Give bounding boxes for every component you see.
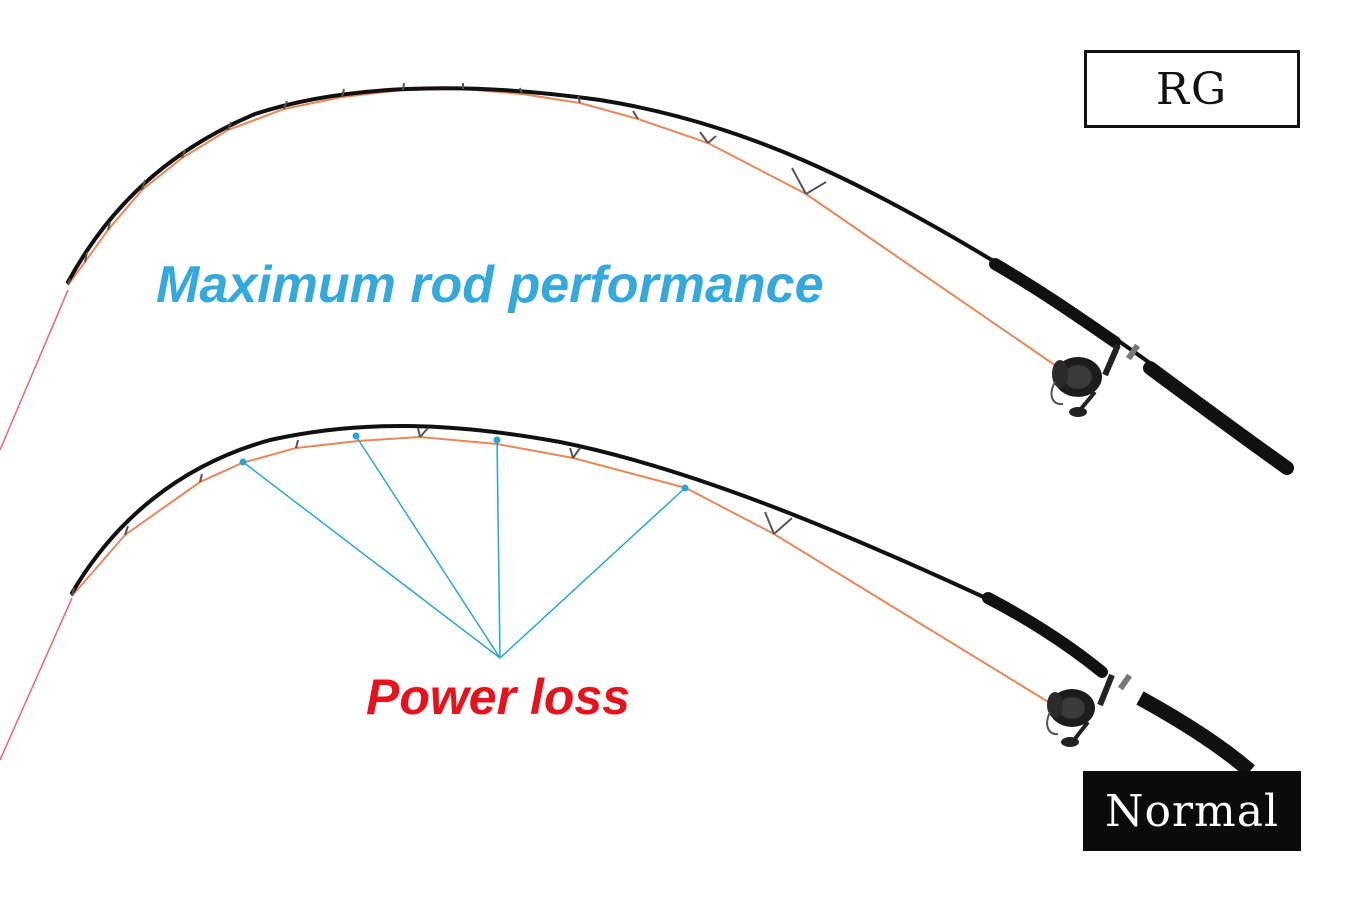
rg-rod-butt-cap bbox=[1281, 462, 1293, 474]
normal-fishing-line bbox=[0, 597, 73, 761]
rg-guides bbox=[67, 82, 827, 286]
normal-label: Normal bbox=[1083, 771, 1301, 851]
normal-rod-blank bbox=[70, 424, 992, 602]
rg-rod-group bbox=[0, 82, 1294, 475]
rg-label: RG bbox=[1084, 50, 1300, 128]
rg-rod-grip bbox=[1143, 361, 1294, 475]
spinning-reel-icon bbox=[1050, 343, 1141, 417]
rg-fishing-line bbox=[0, 289, 69, 451]
normal-caption: Power loss bbox=[366, 669, 630, 725]
normal-guide-line bbox=[71, 435, 1051, 704]
rg-guide-line bbox=[67, 87, 1063, 371]
normal-rod-handle bbox=[982, 592, 1108, 678]
rg-caption: Maximum rod performance bbox=[156, 256, 824, 314]
spinning-reel-icon bbox=[1046, 673, 1133, 747]
power-loss-pointers bbox=[239, 432, 689, 659]
normal-label-text: Normal bbox=[1104, 785, 1280, 837]
rg-label-text: RG bbox=[1155, 63, 1229, 115]
rg-rod-handle bbox=[989, 258, 1121, 348]
normal-rod-group bbox=[0, 424, 1255, 777]
normal-guides bbox=[71, 427, 793, 597]
normal-rod-grip bbox=[1136, 691, 1255, 777]
